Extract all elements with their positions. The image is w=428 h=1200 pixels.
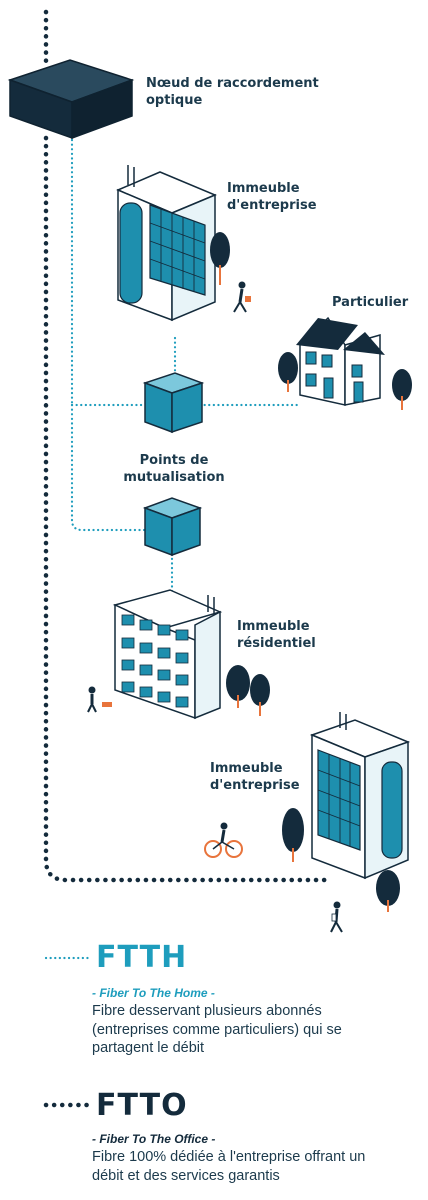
ftto-description: Fibre 100% dédiée à l'entreprise offrant…: [92, 1149, 366, 1184]
enterprise-building-bottom-icon: [282, 712, 411, 912]
mutualisation-point-icon: [142, 372, 205, 434]
mutualisation-point-icon: [142, 497, 203, 557]
house-icon: [278, 316, 412, 410]
cyclist-icon: [204, 822, 243, 858]
enterprise-building-top-icon: [116, 165, 217, 322]
optical-node-label: Nœud de raccordement optique: [146, 76, 319, 108]
enterprise-building-top-label: Immeuble d'entreprise: [227, 181, 317, 213]
ftth-subtitle: - Fiber To The Home -: [92, 986, 215, 1000]
tree-icon: [210, 232, 230, 285]
ftto-line: [43, 9, 333, 883]
pedestrian-icon: [233, 281, 251, 313]
optical-node-icon: [7, 59, 135, 140]
ftth-title: FTTH: [96, 940, 188, 975]
enterprise-building-bottom-label: Immeuble d'entreprise: [210, 761, 300, 793]
ftto-title: FTTO: [96, 1088, 188, 1123]
residential-building-icon: [112, 589, 270, 720]
dog-walker-icon: [87, 686, 112, 713]
pedestrian-icon: [330, 901, 343, 933]
mutualisation-label: Points de mutualisation: [123, 453, 225, 485]
residential-building-label: Immeuble résidentiel: [237, 619, 316, 651]
individual-label: Particulier: [332, 295, 409, 310]
ftto-subtitle: - Fiber To The Office -: [92, 1132, 216, 1146]
ftth-description: Fibre desservant plusieurs abonnés (entr…: [92, 1003, 342, 1056]
